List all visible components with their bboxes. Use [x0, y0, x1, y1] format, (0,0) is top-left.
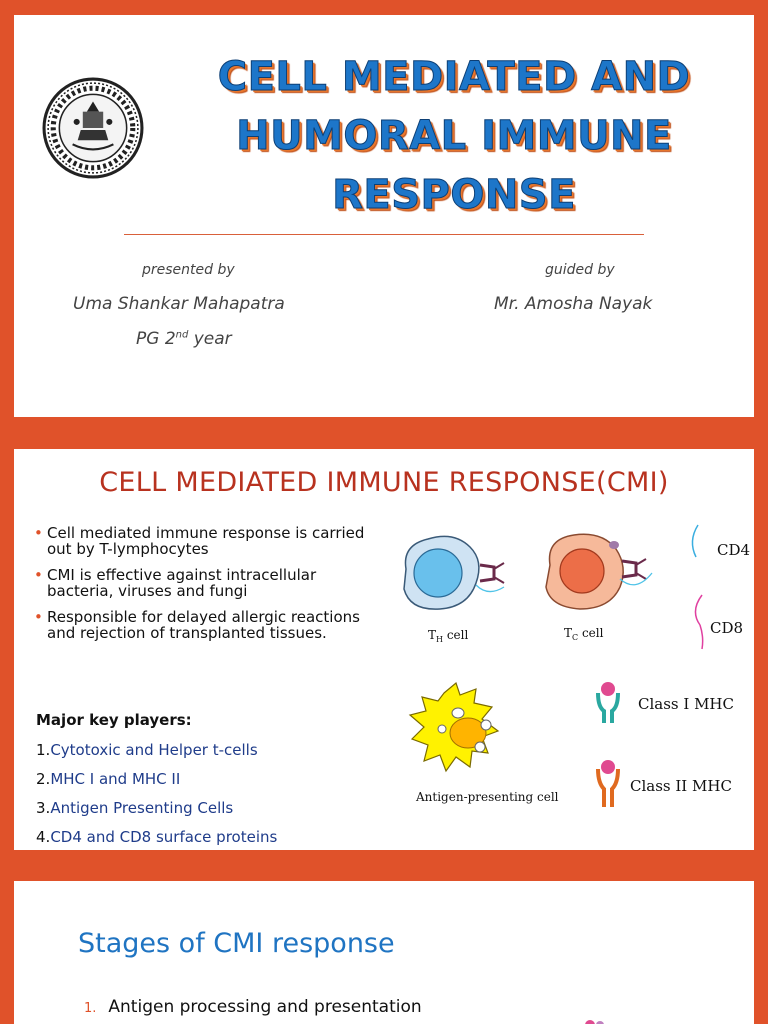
- apc-label: Antigen-presenting cell: [415, 790, 559, 804]
- cmi-slide: CELL MEDIATED IMMUNE RESPONSE(CMI) •Cell…: [14, 449, 754, 850]
- th-cell-label: T: [428, 628, 436, 642]
- presenter-year-suffix: year: [188, 329, 232, 349]
- antigen-presenting-cell-icon: [408, 681, 500, 773]
- key-player-item: 2.MHC I and MHC II: [36, 765, 277, 794]
- immune-cells-diagram: TH cell TC cell CD4 CD8 Class I MHC Clas…: [403, 524, 750, 807]
- th-cell-label-rest: cell: [443, 628, 468, 642]
- cd4-protein-icon: [691, 524, 699, 558]
- class-i-mhc-icon: [596, 682, 620, 723]
- key-player-text: Cytotoxic and Helper t-cells: [50, 741, 258, 759]
- presenter-name: Uma Shankar Mahapatra: [73, 294, 285, 314]
- stage-item: 1. Antigen processing and presentation: [84, 997, 422, 1017]
- key-player-text: MHC I and MHC II: [50, 770, 181, 788]
- stage-number: 1.: [84, 1001, 97, 1016]
- bullet-text: Cell mediated immune response is carried…: [47, 524, 365, 558]
- guide-name: Mr. Amosha Nayak: [494, 294, 653, 314]
- th-cell-label-sub: H: [436, 635, 443, 644]
- key-players-title: Major key players:: [36, 711, 192, 729]
- svg-text:TC cell: TC cell: [564, 626, 604, 642]
- title-line-1: CELL MEDIATED AND: [217, 54, 691, 101]
- key-player-text: CD4 and CD8 surface proteins: [50, 828, 278, 846]
- slide-title: CELL MEDIATED AND HUMORAL IMMUNE RESPONS…: [174, 48, 734, 225]
- key-player-text: Antigen Presenting Cells: [50, 799, 234, 817]
- stage-text: Antigen processing and presentation: [108, 997, 422, 1017]
- partial-diagram-icon: [585, 1020, 604, 1024]
- key-player-number: 2.: [36, 770, 51, 788]
- bullet-text: Responsible for delayed allergic reactio…: [47, 608, 360, 642]
- cytotoxic-t-cell-icon: [545, 533, 653, 610]
- university-seal-icon: [42, 77, 144, 179]
- guided-by-label: guided by: [545, 262, 615, 278]
- title-line-3: RESPONSE: [332, 172, 576, 219]
- class-i-mhc-label: Class I MHC: [638, 695, 734, 713]
- tc-cell-label-sub: C: [572, 633, 578, 642]
- cd4-label: CD4: [717, 541, 750, 559]
- bullet-text: CMI is effective against intracellular b…: [47, 566, 317, 600]
- class-ii-mhc-icon: [596, 760, 620, 807]
- tc-cell-label-rest: cell: [578, 626, 603, 640]
- cmi-slide-title: CELL MEDIATED IMMUNE RESPONSE(CMI): [99, 467, 669, 498]
- key-player-item: 3.Antigen Presenting Cells: [36, 794, 277, 823]
- bullet-dot-icon: •: [34, 566, 43, 584]
- key-players-list: 1.Cytotoxic and Helper t-cells 2.MHC I a…: [36, 736, 277, 850]
- bullet-item: •Responsible for delayed allergic reacti…: [34, 609, 384, 641]
- key-player-item: 1.Cytotoxic and Helper t-cells: [36, 736, 277, 765]
- presenter-year-sup: nd: [175, 329, 189, 341]
- cd8-label: CD8: [710, 619, 743, 637]
- stages-slide-title: Stages of CMI response: [78, 928, 395, 959]
- title-line-2: HUMORAL IMMUNE: [236, 113, 672, 160]
- key-player-number: 3.: [36, 799, 51, 817]
- bullet-dot-icon: •: [34, 524, 43, 542]
- bullet-dot-icon: •: [34, 608, 43, 626]
- title-divider: [124, 234, 644, 235]
- bullet-item: •Cell mediated immune response is carrie…: [34, 525, 384, 557]
- cd8-protein-icon: [694, 594, 704, 650]
- bullet-item: •CMI is effective against intracellular …: [34, 567, 384, 599]
- title-slide: CELL MEDIATED AND HUMORAL IMMUNE RESPONS…: [14, 15, 754, 417]
- key-player-item: 4.CD4 and CD8 surface proteins: [36, 823, 277, 850]
- presented-by-label: presented by: [142, 262, 235, 278]
- key-player-number: 4.: [36, 828, 51, 846]
- cmi-bullet-list: •Cell mediated immune response is carrie…: [34, 525, 384, 651]
- svg-text:TH cell: TH cell: [428, 628, 468, 644]
- presenter-year-prefix: PG 2: [136, 329, 176, 349]
- class-ii-mhc-label: Class II MHC: [630, 777, 732, 795]
- key-player-number: 1.: [36, 741, 51, 759]
- cmi-stages-slide: Stages of CMI response 1. Antigen process…: [14, 881, 754, 1024]
- helper-t-cell-icon: [403, 535, 505, 610]
- tc-cell-label: T: [564, 626, 572, 640]
- presenter-year: PG 2nd year: [136, 329, 232, 349]
